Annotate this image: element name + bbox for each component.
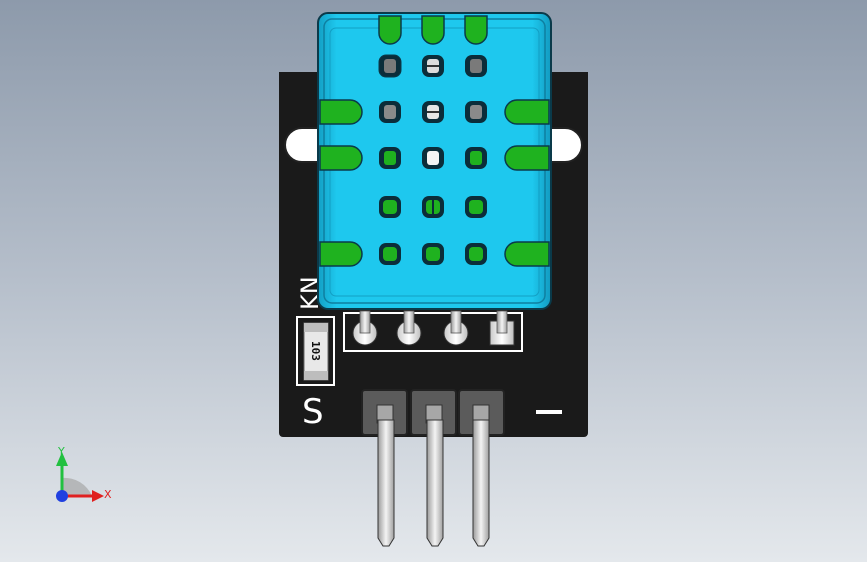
side-vents <box>319 99 550 267</box>
axis-triad[interactable]: Y X <box>56 445 112 502</box>
top-vents <box>378 15 488 45</box>
sensor-pin-pads <box>343 310 523 352</box>
pcb-label-minus <box>536 410 562 414</box>
dht11-sensor <box>317 12 552 310</box>
mounting-holes <box>284 127 583 163</box>
pin-header <box>361 389 505 436</box>
pcb-label-s: S <box>302 392 324 432</box>
x-axis-label: X <box>104 488 112 501</box>
header-pins <box>377 419 490 547</box>
vent-grid <box>378 54 487 265</box>
x-axis-arrow-icon <box>92 490 104 502</box>
y-axis-arrow-icon <box>56 452 68 466</box>
resistor-code: 103 <box>309 341 322 361</box>
y-axis-label: Y <box>57 445 65 458</box>
z-axis-dot-icon <box>56 490 68 502</box>
smd-resistor: 103 <box>296 316 335 386</box>
